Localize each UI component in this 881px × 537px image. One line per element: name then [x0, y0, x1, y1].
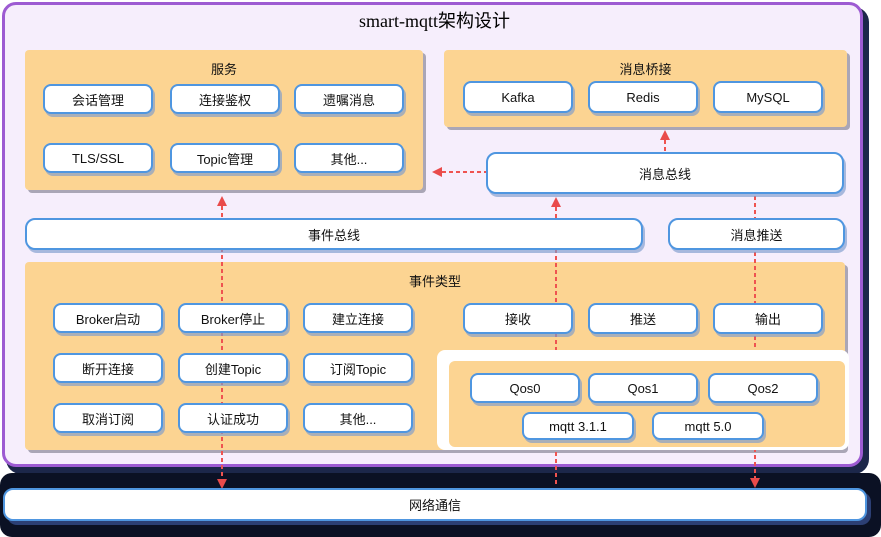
message-push-node: 消息推送	[668, 218, 845, 250]
node-mqtt311: mqtt 3.1.1	[522, 412, 634, 440]
event-bus-node: 事件总线	[25, 218, 643, 250]
node-topic-management: Topic管理	[170, 143, 280, 173]
node-kafka: Kafka	[463, 81, 573, 113]
message-bus-node: 消息总线	[486, 152, 844, 194]
node-qos0: Qos0	[470, 373, 580, 403]
bridge-panel-title: 消息桥接	[619, 62, 672, 77]
services-panel-title: 服务	[210, 62, 237, 77]
node-auth-success: 认证成功	[178, 403, 288, 433]
diagram-title: smart-mqtt架构设计	[359, 11, 510, 31]
node-event-other: 其他...	[303, 403, 413, 433]
node-session-management: 会话管理	[43, 84, 153, 114]
node-mysql: MySQL	[713, 81, 823, 113]
node-unsubscribe: 取消订阅	[53, 403, 163, 433]
node-broker-start: Broker启动	[53, 303, 163, 333]
arrow-events-services-line	[221, 206, 223, 480]
arrowhead-left-to-services	[432, 167, 442, 177]
node-qos2: Qos2	[708, 373, 818, 403]
node-redis: Redis	[588, 81, 698, 113]
node-mqtt50: mqtt 5.0	[652, 412, 764, 440]
node-receive: 接收	[463, 303, 573, 334]
node-broker-stop: Broker停止	[178, 303, 288, 333]
node-create-topic: 创建Topic	[178, 353, 288, 383]
arrowhead-up-to-bridge	[660, 130, 670, 140]
node-qos1: Qos1	[588, 373, 698, 403]
node-disconnect: 断开连接	[53, 353, 163, 383]
node-connect: 建立连接	[303, 303, 413, 333]
node-tls-ssl: TLS/SSL	[43, 143, 153, 173]
event-types-panel-title: 事件类型	[408, 274, 461, 289]
arrow-network-messagebus-line	[555, 207, 557, 485]
node-output: 输出	[713, 303, 823, 334]
arrow-messagebus-network-line	[754, 196, 756, 479]
arrowhead-down-to-network-right	[750, 478, 760, 488]
arrow-messagebus-bridge-line	[664, 140, 666, 152]
arrow-messagebus-services-line	[442, 171, 486, 173]
node-connection-auth: 连接鉴权	[170, 84, 280, 114]
arrowhead-down-to-network-left	[217, 479, 227, 489]
network-node: 网络通信	[3, 488, 867, 521]
node-will-message: 遗嘱消息	[294, 84, 404, 114]
node-services-other: 其他...	[294, 143, 404, 173]
node-subscribe-topic: 订阅Topic	[303, 353, 413, 383]
arrowhead-up-to-services	[217, 196, 227, 206]
node-push: 推送	[588, 303, 698, 334]
arrowhead-up-to-messagebus	[551, 197, 561, 207]
